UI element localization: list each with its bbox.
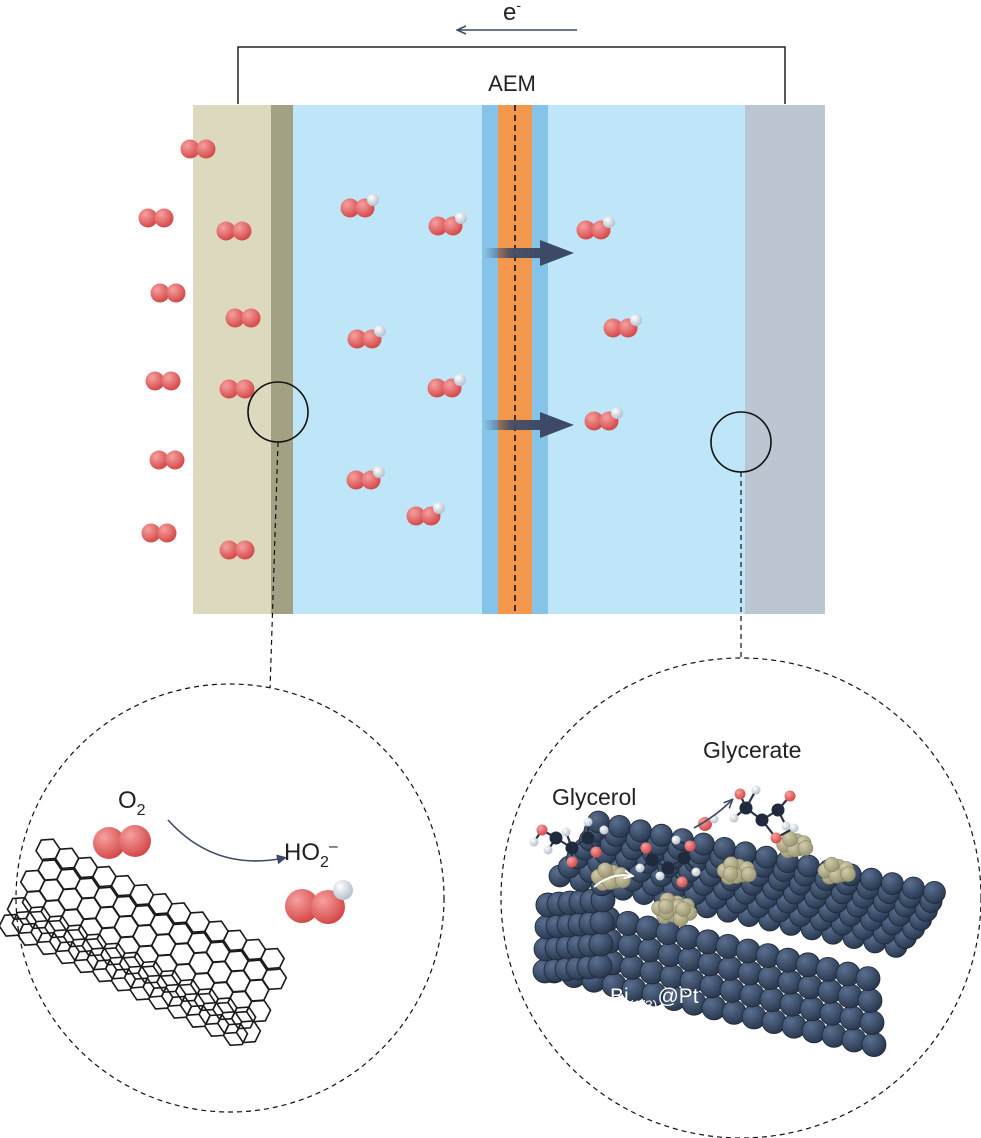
circuit-wire [237,46,786,104]
oxygen-molecules [138,139,261,560]
o2-molecule [225,308,261,328]
ion-transport-arrows [484,240,574,438]
bi-cluster [651,892,698,927]
cathode-inset: O2 HO2– [0,683,445,1113]
o2-molecule [219,379,255,399]
ion-arrow-lower [484,412,574,438]
o2-molecule [149,450,185,470]
cathode-catalyst-layer [271,105,293,614]
ho2-molecule [406,502,445,526]
zoom-indicators [247,381,772,691]
o2-molecule [141,523,177,543]
bi-clusters [590,831,856,927]
anode-inset: Glycerol Glycerate Bi(1/3)@Pt [500,657,981,1138]
carbon-nanotube [0,838,288,1047]
cathode-inset-border [15,683,445,1113]
pt-slab [532,810,946,1057]
cell-stack [193,105,825,614]
o2-molecule [145,371,181,391]
molecule [529,817,609,868]
membrane-label: AEM [488,71,536,96]
anode-electrode [745,105,825,614]
o2-molecule [216,221,252,241]
cathode-gas-diffusion-layer [193,105,273,614]
ho2-molecule [428,212,467,236]
molecule [635,835,701,888]
bi-cluster [817,856,856,885]
peroxide-molecules [340,194,642,526]
ho2-molecule [584,407,623,431]
ho2-molecule [427,374,466,398]
o2-molecule [150,283,186,303]
glycerol-label: Glycerol [552,784,636,810]
catalyst-label: Bi(1/3)@Pt [610,985,699,1013]
ho2-molecule [603,314,642,338]
ho2-molecule [346,466,385,490]
bi-cluster [716,856,757,885]
glycerate-formation-arrow [693,800,732,829]
oxygen-label: O2 [118,787,146,819]
glycerol-adsorption-arrow [593,875,632,888]
peroxide-label: HO2– [284,838,338,871]
ho2-molecule [347,325,386,349]
ho2-molecule [340,194,379,218]
adsorbed-oxygen [93,825,151,859]
ho2-molecule [576,216,615,240]
glycerate-label: Glycerate [703,737,801,763]
electron-label: e- [503,0,521,26]
oxygen-reduction-arrow [167,819,287,865]
o2-molecule [180,139,216,159]
ion-arrow-upper [484,240,574,266]
nanotube-lattice [0,838,288,1047]
adsorbed-peroxide [285,880,353,924]
molecule [729,785,799,844]
o2-molecule [219,540,255,560]
o2-molecule [138,208,174,228]
external-circuit: e- AEM [237,0,786,104]
